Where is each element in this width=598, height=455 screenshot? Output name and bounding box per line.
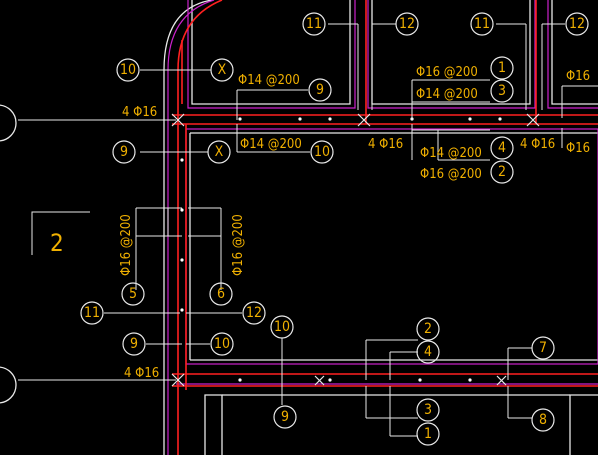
rebar-label-far-right-mid: Φ16 [566,141,590,156]
callout-bubble: 10 [116,58,140,82]
section-mark-bracket [31,211,90,255]
callout-bubble: 2 [490,160,514,184]
leader-lines [18,23,598,437]
callout-bubble: 10 [310,140,334,164]
corner-mark-top [171,113,185,127]
corner-x-marks [171,113,540,387]
column-circle-bottom [0,366,17,404]
callout-bubble: X [207,140,231,164]
svg-text:9: 9 [281,409,289,425]
svg-text:12: 12 [246,305,262,321]
svg-text:10: 10 [120,62,136,78]
rebar-label-top-left: Φ14 @200 [238,73,300,88]
svg-text:12: 12 [569,16,585,32]
svg-text:2: 2 [498,164,506,180]
svg-text:11: 11 [474,16,490,32]
rebar-label-mid-right-b: Φ16 @200 [420,167,482,182]
outer-wall-curve [163,0,213,455]
callout-bubble: 3 [490,79,514,103]
svg-text:11: 11 [306,16,322,32]
column-circle-top [0,104,17,142]
callout-bubble: 11 [302,12,326,36]
callout-bubble: 11 [470,12,494,36]
room-frame-1 [191,0,351,105]
callout-bubble: 10 [210,332,234,356]
svg-text:X: X [215,144,224,160]
rebar-label-far-right-top: Φ16 [566,69,590,84]
svg-text:3: 3 [498,83,506,99]
section-mark: 2 [31,211,90,257]
callout-bubble: 12 [565,12,589,36]
bottom-wall-1 [204,394,223,455]
rebar-label-mid-right-a: Φ14 @200 [420,146,482,161]
svg-text:4: 4 [498,140,506,156]
section-mark-number: 2 [50,229,64,257]
svg-text:1: 1 [498,60,506,76]
callout-bubble: 9 [273,405,297,429]
rebar-label-center-cluster: 4 Φ16 [368,137,403,152]
svg-text:6: 6 [217,286,225,302]
svg-text:12: 12 [399,16,415,32]
rebar-label-vertical-right: Φ16 @200 [231,214,246,276]
svg-text:10: 10 [274,319,290,335]
callout-bubble: 1 [490,56,514,80]
callout-bubbles: 11 12 11 12 10 X 9 1 3 9 X 10 4 2 5 6 11… [80,12,589,446]
corner-mark-right [526,113,540,127]
svg-text:9: 9 [130,336,138,352]
callout-bubble: 8 [531,408,555,432]
corner-mark-bottom [171,373,185,387]
callout-bubble: 12 [242,301,266,325]
svg-text:4: 4 [424,344,432,360]
svg-text:8: 8 [539,412,547,428]
rebar-labels: Φ14 @200 Φ14 @200 Φ16 @200 Φ14 @200 Φ14 … [119,65,590,381]
callout-bubble: 5 [121,282,145,306]
callout-bubble: 9 [112,140,136,164]
rebar-label-right-cluster: 4 Φ16 [520,137,555,152]
svg-text:3: 3 [424,402,432,418]
callout-bubble: 10 [270,315,294,339]
bottom-wall-2 [569,394,598,455]
corner-mark-mid [357,113,371,127]
callout-bubble: 6 [209,282,233,306]
callout-bubble: 2 [416,317,440,341]
callout-bubble: 1 [416,422,440,446]
rebar-dots [180,117,502,382]
svg-text:9: 9 [316,82,324,98]
rebar-label-corner-bottom: 4 Φ16 [124,366,159,381]
svg-text:2: 2 [424,321,432,337]
callout-bubble: 3 [416,398,440,422]
rebar-label-corner-top: 4 Φ16 [122,105,157,120]
svg-text:X: X [218,62,227,78]
callout-bubble: 9 [308,78,332,102]
svg-text:10: 10 [314,144,330,160]
room-frame-3 [551,0,598,105]
svg-text:5: 5 [129,286,137,302]
rebar-label-vertical-left: Φ16 @200 [119,214,134,276]
callout-bubble: 7 [531,336,555,360]
rebar-label-top-right-b: Φ14 @200 [416,87,478,102]
callout-bubble: 4 [490,136,514,160]
callout-bubble: 12 [395,12,419,36]
svg-text:1: 1 [424,426,432,442]
svg-text:9: 9 [120,144,128,160]
callout-bubble: 9 [122,332,146,356]
svg-text:10: 10 [214,336,230,352]
svg-text:7: 7 [539,340,547,356]
svg-text:11: 11 [84,305,100,321]
rebar-label-top-right-a: Φ16 @200 [416,65,478,80]
callout-bubble: 11 [80,301,104,325]
rebar-label-mid-left: Φ14 @200 [240,137,302,152]
rebar-lines [172,0,598,455]
callout-bubble: X [210,58,234,82]
callout-bubble: 4 [416,340,440,364]
